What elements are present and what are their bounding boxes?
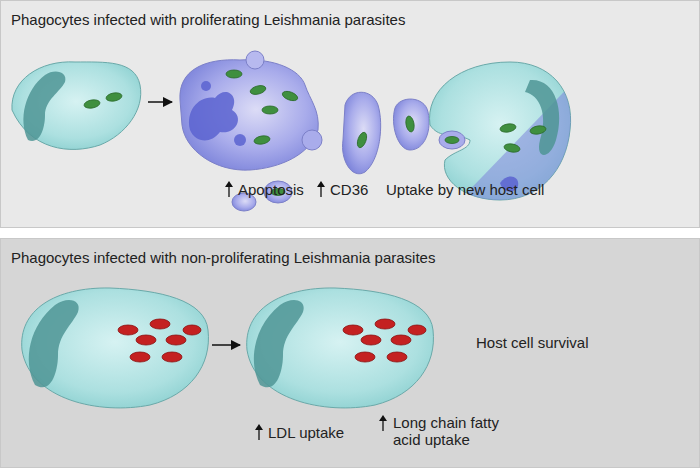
red-parasite [150,319,170,329]
surviving-host-cell [247,288,434,408]
green-parasite [253,135,270,146]
green-parasite [281,90,299,103]
apoptotic-body [343,92,381,174]
red-parasite [118,325,138,335]
green-parasite [226,70,415,196]
green-parasite [445,123,547,154]
increase-arrow [255,424,263,430]
red-parasite [183,325,201,335]
green-parasite [83,92,122,110]
green-parasite [405,115,416,132]
surviving-host-cell [361,335,381,345]
surviving-host-cell [375,319,395,329]
apoptotic-cell [246,51,264,69]
increase-arrow [258,429,259,440]
red-parasite [130,352,150,362]
increase-arrow [379,415,387,421]
increase-arrow [225,181,387,440]
host-cell [12,62,141,150]
green-parasite [503,143,520,154]
apoptotic-cell [180,51,322,170]
surviving-host-cell [408,325,426,335]
new-host-cell [430,62,571,200]
effect-label: Apoptosis [238,181,304,198]
green-parasite [356,131,369,149]
green-parasite [262,106,278,114]
surviving-host-cell [343,325,363,335]
host-cell [22,288,209,408]
surviving-host-cell [387,352,407,362]
effect-label: LDL uptake [268,424,344,441]
increase-arrow [228,186,229,197]
process-arrow [212,344,240,346]
new-host-cell [439,131,465,149]
green-parasite [83,99,100,110]
red-parasite [166,335,186,345]
panel: Phagocytes infected with non-proliferati… [0,238,700,468]
effect-label: CD36 [330,181,368,198]
increase-arrow [320,186,321,197]
surviving-host-cell [254,300,304,387]
host-cell [12,62,141,150]
red-parasite [162,352,182,362]
green-parasite [105,92,122,103]
green-parasite [249,84,267,96]
surviving-host-cell [343,319,426,362]
apoptotic-cell [189,92,238,140]
host-cell [29,300,79,387]
effect-label: Host cell survival [476,334,589,351]
effect-label: Long chain fatty acid uptake [393,414,511,448]
green-parasite [226,70,242,78]
surviving-host-cell [391,335,411,345]
host-cell [22,288,209,408]
apoptotic-cell [201,81,211,91]
effect-label: Uptake by new host cell [386,181,544,198]
process-arrow [148,101,172,103]
red-parasite [118,319,201,362]
host-cell [23,71,65,140]
apoptotic-cell [234,134,246,146]
green-parasite [529,125,546,136]
apoptotic-cell [302,130,322,150]
green-parasite [499,123,516,134]
panel-title: Phagocytes infected with non-proliferati… [11,249,435,267]
panel-title: Phagocytes infected with proliferating L… [11,11,405,29]
red-parasite [136,335,156,345]
surviving-host-cell [355,352,375,362]
increase-arrow [225,181,233,187]
increase-arrow [382,420,383,431]
surviving-host-cell [247,288,434,408]
increase-arrow [317,181,325,187]
apoptotic-body [393,99,429,150]
apoptotic-cell [180,60,318,170]
new-host-cell [525,80,559,155]
green-parasite [445,137,459,144]
